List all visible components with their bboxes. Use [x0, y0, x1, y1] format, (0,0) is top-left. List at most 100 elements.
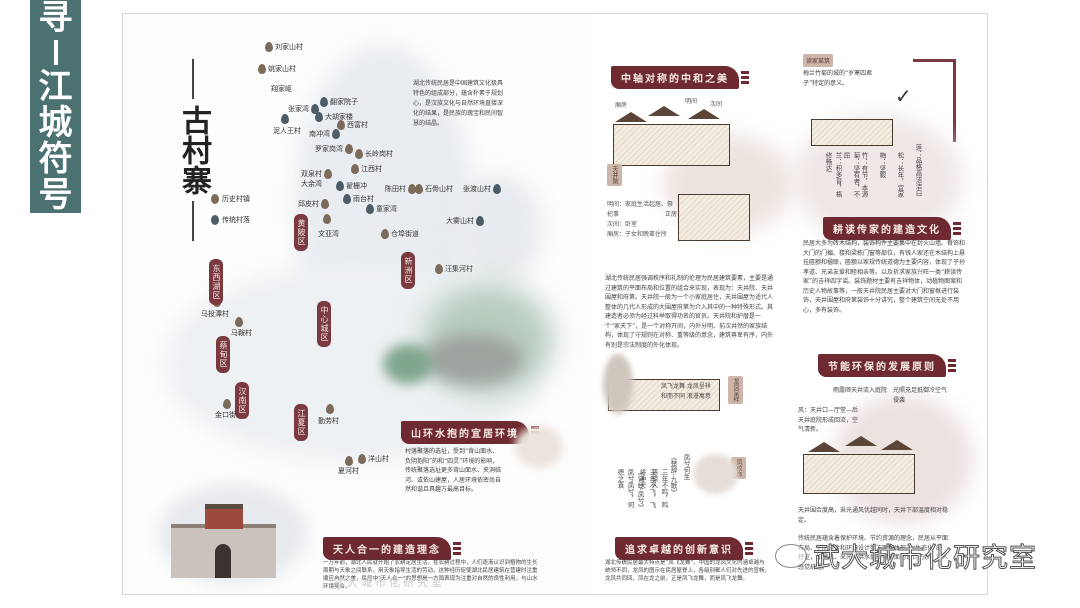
- heading-harmony: 天人合一的建造理念: [323, 537, 461, 560]
- banner-char: 城: [38, 103, 73, 143]
- pin-icon: [415, 184, 423, 194]
- map-pin: [326, 404, 334, 414]
- heading-innovation: 追求卓越的创新意识: [615, 537, 753, 560]
- pin-icon: [493, 184, 501, 194]
- pin-icon: [223, 399, 231, 409]
- district-label: 东西湖区: [209, 259, 223, 305]
- poem-column: 三年不飞，飞将冲天: [638, 469, 656, 508]
- virtue-column: 松：长年，宜家: [896, 152, 904, 198]
- pin-icon: [355, 149, 363, 159]
- roof-sketch: [688, 109, 720, 119]
- map-pin: 邱皮村: [298, 199, 329, 209]
- legend-label: 历史村镇: [222, 195, 250, 203]
- title-rule: [192, 201, 194, 241]
- heading-eco: 节能环保的发展原则: [818, 354, 956, 377]
- poem-column: 三年不鸣，鸣将惊人: [650, 469, 668, 508]
- map-pin: 姚家山村: [258, 64, 296, 74]
- map-pin: 金口街道: [215, 411, 243, 419]
- map-pin: 西富村: [337, 120, 368, 130]
- map-pin: 陈田村: [385, 184, 416, 194]
- legend-item: 传统村落: [211, 215, 250, 225]
- map-pin: 汪集河村: [435, 264, 473, 274]
- plaque-sketch: [811, 119, 893, 146]
- poem-column: 《楚辞·九歌》: [669, 454, 677, 496]
- map-pin: 夏河村: [338, 467, 359, 475]
- text-symmetry: 湖北传统民居强调秩序和礼制的伦理为民居建筑要素，主要是通过建筑的平面布局和位置的…: [605, 275, 774, 349]
- document-page: 古村寨 湖北传统民居是中国建筑文化极具特色的组成部分，蕴含朴素于规划心，是汉族文…: [122, 13, 988, 595]
- legend-item: 历史村镇: [211, 194, 250, 204]
- district-label: 新洲区: [401, 252, 415, 289]
- text-culture: 民居大多为砖木结构，装饰构件主要集中在封火山墙、脊饰和大门的门楣、楼和梁栋门窗等…: [803, 240, 966, 314]
- text-environment: 村落聚落的选址，受到“背山面水、负阴抱阳”的和“四灵”环境的影响，传统聚落选址更…: [405, 448, 502, 493]
- heading-environment: 山环水抱的宜居环境: [401, 421, 539, 444]
- intro-text: 湖北传统民居是中国建筑文化极具特色的组成部分，蕴含朴素于规划心，是汉族文化与自然…: [413, 80, 504, 127]
- map-pin: 勤劳村: [318, 417, 339, 425]
- pin-icon: [343, 194, 351, 204]
- banner-char: 号: [38, 175, 73, 215]
- map-pin: 刘家山村: [265, 42, 303, 52]
- city-wall-illustration: [171, 524, 276, 578]
- wechat-icon: [775, 543, 807, 568]
- roof-sketch: [845, 436, 877, 446]
- district-label: 汉南区: [235, 382, 249, 419]
- roof-sketch: [648, 106, 680, 116]
- pin-icon: [336, 181, 344, 191]
- poem-column: 《诗经·凤兮》凤兮凤兮，何德之衰: [616, 469, 644, 511]
- left-page: 古村寨 湖北传统民居是中国建筑文化极具特色的组成部分，蕴含朴素于规划心，是汉族文…: [123, 14, 593, 594]
- tag-innovation: 龙凤呈祥: [728, 376, 743, 404]
- virtue-column: 莲：品格高洁洁白: [914, 144, 922, 196]
- pin-icon: [265, 42, 273, 52]
- map-pin: 大余湾: [301, 180, 322, 188]
- map-pin: 洋山村: [358, 454, 389, 464]
- pin-icon: [332, 129, 340, 139]
- right-page: 中轴对称的中和之美 厢房 明间 次间 天井院 明间：家庭生活起居、祭祀事 次间：…: [593, 14, 987, 594]
- pin-icon: [324, 169, 332, 179]
- pin-icon: [408, 184, 416, 194]
- pin-icon: [476, 216, 484, 226]
- watermark-label: 武大城市化研究室: [813, 543, 1037, 575]
- map-pin: 马鞍村: [231, 329, 252, 337]
- district-label: 蔡甸区: [216, 336, 230, 373]
- banner-char: 符: [38, 139, 73, 179]
- roof-sketch: [881, 440, 913, 450]
- note-temperature: 天井围合度高，采光通风优越同时，天井下部温度相对稳定。: [798, 507, 949, 524]
- district-label: 黄陂区: [294, 214, 308, 251]
- map-pin: 雨台村: [343, 194, 374, 204]
- caption-innovation: 凤飞龙舞 龙凤呈祥 和而不同 浪漫寓意: [661, 383, 711, 400]
- gate-tower-illustration: [205, 504, 243, 529]
- label-wing: 厢房: [615, 102, 628, 109]
- title-rule: [192, 59, 194, 99]
- gate-arch: [215, 544, 231, 578]
- banner-dash: [53, 40, 58, 65]
- phoenix-medallion: [693, 454, 738, 494]
- swallow-icon: ✓: [895, 84, 912, 108]
- poem-column: 凤兮何生: [682, 454, 690, 480]
- pin-icon: [211, 194, 219, 204]
- map-pin: 石骨山村: [415, 184, 453, 194]
- map-pin: 张家湾: [288, 104, 319, 114]
- pin-icon: [235, 317, 243, 327]
- map-pin: 马投潭村: [201, 310, 229, 318]
- pin-icon: [337, 120, 345, 130]
- map-pin: 翟栅冲: [336, 181, 367, 191]
- decorative-frame: [913, 59, 956, 142]
- virtue-column: 兰：积多育，格修畅达: [824, 152, 842, 198]
- map-legend: 历史村镇 传统村落: [211, 194, 250, 236]
- pin-icon: [258, 64, 266, 74]
- map-pin: 仓埠街道: [381, 229, 419, 239]
- virtue-column: 梅：坚毅: [878, 152, 886, 178]
- map-pin: [345, 456, 353, 466]
- map-pin: 江西村: [351, 164, 382, 174]
- gatehouse-sketch: [678, 194, 750, 241]
- map-pin: 翻家院子: [320, 97, 358, 107]
- map-pin: 大胡家楼: [315, 112, 353, 122]
- text-innovation: 湖北传统民居最大特点是“凤飞龙舞”，中国的龙凤文化内涵卓越与统领不同，龙凤的图示…: [605, 560, 771, 582]
- pin-icon: [351, 164, 359, 174]
- pin-icon: [366, 204, 374, 214]
- title-text: 古村寨: [176, 105, 211, 195]
- legend-symmetry: 明间：家庭生活起居、祭祀事 次间：卧室 厢房：子女和晚辈住所: [607, 201, 674, 238]
- pin-icon: [323, 214, 331, 224]
- map-pin: 童家湾: [366, 204, 397, 214]
- map-pin: [323, 214, 331, 224]
- note-light: 光照充足抵御冷空气侵袭: [893, 387, 948, 404]
